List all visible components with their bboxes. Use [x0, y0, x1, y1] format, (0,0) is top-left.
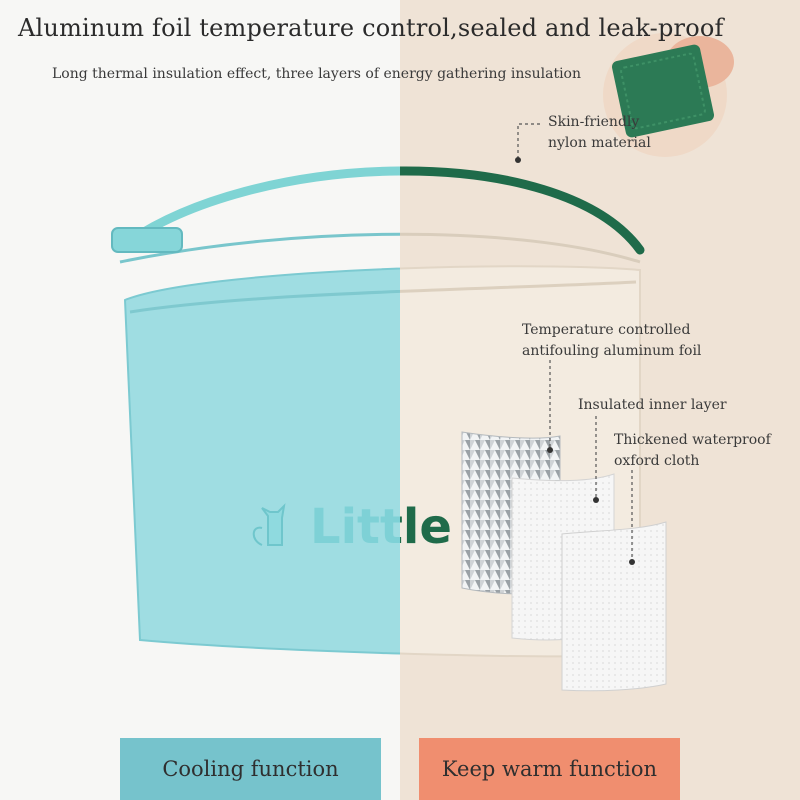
callout-nylon-line-2: nylon material: [548, 135, 651, 151]
callout-inner-line-1: Insulated inner layer: [578, 397, 727, 413]
callout-inner: Insulated inner layer: [578, 395, 727, 416]
callout-foil-line-1: Temperature controlled: [522, 322, 691, 338]
brand-text-cooling: Little: [310, 499, 452, 555]
cat-logo: [252, 503, 286, 546]
nylon-leader-line: [517, 123, 540, 158]
carry-strap: [400, 166, 645, 255]
keep-warm-function-label: Keep warm function: [419, 738, 680, 800]
callout-oxford-line-1: Thickened waterproof: [614, 432, 771, 448]
callout-oxford: Thickened waterproof oxford cloth: [614, 430, 771, 472]
oxford-layer-sample: [561, 521, 667, 692]
bag-body-cooling: [123, 267, 400, 655]
callout-nylon: Skin-friendly nylon material: [548, 112, 651, 154]
nylon-swatch: [603, 33, 734, 157]
page-subtitle: Long thermal insulation effect, three la…: [52, 66, 581, 82]
callout-foil-line-2: antifouling aluminum foil: [522, 343, 702, 359]
page-title: Aluminum foil temperature control,sealed…: [18, 14, 724, 42]
zipper-pull: [111, 227, 183, 253]
callout-nylon-line-1: Skin-friendly: [548, 114, 640, 130]
brand-text-warm: Little: [310, 499, 452, 555]
cooling-function-label: Cooling function: [120, 738, 381, 800]
callout-foil: Temperature controlled antifouling alumi…: [522, 320, 701, 362]
callout-oxford-line-2: oxford cloth: [614, 453, 700, 469]
